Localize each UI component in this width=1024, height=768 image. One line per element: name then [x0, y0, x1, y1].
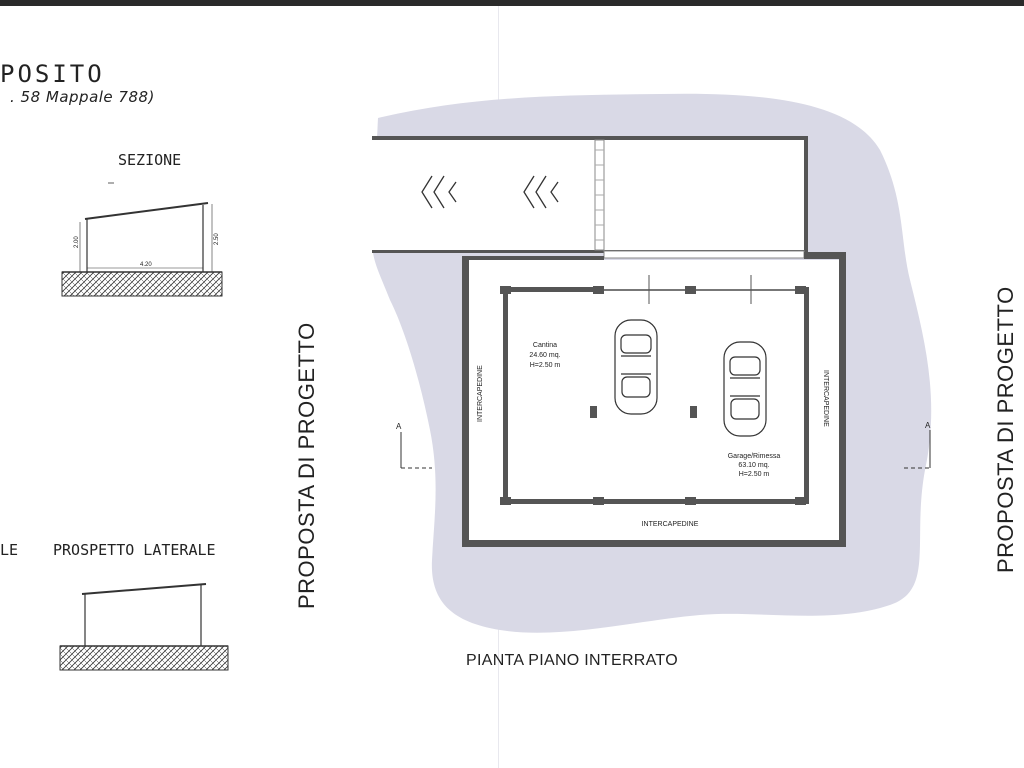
elevation-drawing	[59, 583, 229, 671]
section-drawing	[61, 182, 223, 297]
car-left	[614, 319, 658, 415]
section-marker-left	[400, 432, 432, 469]
sheet-top-border	[0, 0, 1024, 6]
section-title: SEZIONE	[118, 151, 182, 169]
vertical-label-right: PROPOSTA DI PROGETTO	[993, 286, 1018, 573]
intercapedine-bottom-label: INTERCAPEDINE	[642, 521, 699, 528]
header-title: POSITO	[0, 60, 105, 88]
section-dim-left: 2.00	[74, 236, 80, 248]
garage-height: H=2.50 m	[739, 471, 770, 478]
cantina-area: 24.60 mq.	[529, 352, 560, 359]
inner-walls	[500, 275, 809, 505]
intercapedine-left-label: INTERCAPEDINE	[477, 365, 484, 422]
header-subtitle: . 58 Mappale 788)	[10, 88, 155, 106]
cantina-name: Cantina	[533, 342, 557, 349]
section-marker-left-label: A	[396, 422, 402, 431]
section-marker-right-label: A	[925, 421, 931, 430]
plan-caption: PIANTA PIANO INTERRATO	[466, 652, 678, 669]
section-dim-right: 2.50	[214, 233, 220, 245]
garage-area: 63.10 mq.	[738, 462, 769, 469]
vertical-label-left: PROPOSTA DI PROGETTO	[294, 322, 319, 609]
cantina-height: H=2.50 m	[530, 362, 561, 369]
car-right	[723, 341, 767, 437]
section-dim-width: 4.20	[140, 262, 152, 268]
section-marker-right	[904, 430, 931, 469]
elevation-title: PROSPETTO LATERALE	[53, 541, 216, 559]
intercapedine-right-label: INTERCAPEDINE	[822, 370, 829, 427]
access-ramp	[372, 136, 808, 259]
elevation-left-fragment: LE	[0, 541, 19, 559]
garage-name: Garage/Rimessa	[728, 453, 781, 460]
